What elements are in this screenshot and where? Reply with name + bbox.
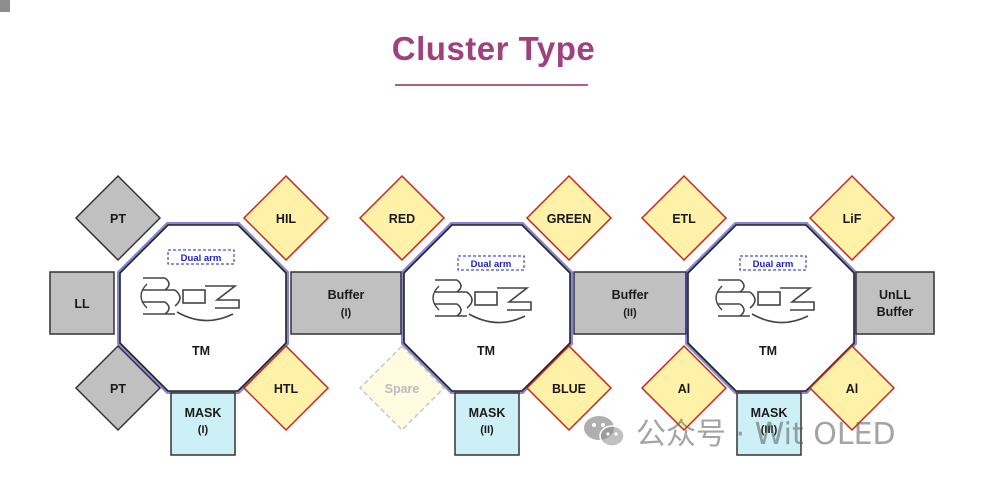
module-htl: HTL xyxy=(242,344,330,432)
module-red: RED xyxy=(358,174,446,262)
module-label: RED xyxy=(389,212,415,226)
dual-arm-label-2: Dual arm xyxy=(471,259,512,270)
module-mask-1: MASK (I) xyxy=(170,392,236,456)
module-label: Spare xyxy=(385,382,420,396)
module-label: Al xyxy=(846,382,859,396)
module-etl: ETL xyxy=(640,174,728,262)
module-al-left: Al xyxy=(640,344,728,432)
module-al-right: Al xyxy=(808,344,896,432)
module-ll: LL xyxy=(49,271,115,335)
module-buffer-1: Buffer (I) xyxy=(290,271,402,335)
module-pt-top: PT xyxy=(74,174,162,262)
module-sublabel: (II) xyxy=(480,424,494,436)
module-label: HIL xyxy=(276,212,297,226)
dual-arm-label-1: Dual arm xyxy=(181,253,222,264)
tm-label-3: TM xyxy=(759,344,777,358)
module-lif: LiF xyxy=(808,174,896,262)
transfer-module-2 xyxy=(403,224,571,392)
dual-arm-box-2 xyxy=(457,255,525,271)
module-label: UnLL xyxy=(879,288,911,302)
buffer-sublabel: (I) xyxy=(341,307,352,319)
tm-label-2: TM xyxy=(477,344,495,358)
title-wrap: Cluster Type xyxy=(0,30,987,68)
buffer-label: Buffer xyxy=(328,288,365,302)
module-mask-2: MASK (II) xyxy=(454,392,520,456)
corner-mark xyxy=(0,0,10,12)
module-label: HTL xyxy=(274,382,299,396)
watermark-text: 公众号 · Wit OLED xyxy=(636,417,896,452)
module-sublabel: (III) xyxy=(761,424,778,436)
transfer-module-1 xyxy=(119,224,287,392)
cluster-3: Dual arm TM ETL LiF UnLL Buffer Al Al xyxy=(640,174,935,456)
module-unll-buffer: UnLL Buffer xyxy=(855,271,935,335)
module-label: GREEN xyxy=(547,212,591,226)
cluster-1: Dual arm TM PT HIL LL PT HTL xyxy=(49,174,330,456)
dual-arm-label-3: Dual arm xyxy=(753,259,794,270)
module-label: LiF xyxy=(843,212,862,226)
module-label: ETL xyxy=(672,212,696,226)
tm-label-1: TM xyxy=(192,344,210,358)
module-label: MASK xyxy=(751,406,788,420)
module-label: Al xyxy=(678,382,691,396)
title-underline xyxy=(395,84,588,86)
module-label: MASK xyxy=(469,406,506,420)
dual-arm-box-3 xyxy=(739,255,807,271)
page-title: Cluster Type xyxy=(391,30,596,67)
module-green: GREEN xyxy=(525,174,613,262)
module-label: LL xyxy=(74,297,90,311)
module-label: BLUE xyxy=(552,382,586,396)
watermark: 公众号 · Wit OLED xyxy=(582,408,896,454)
module-label: PT xyxy=(110,212,126,226)
buffer-sublabel: (II) xyxy=(623,307,637,319)
buffer-label: Buffer xyxy=(612,288,649,302)
module-label: PT xyxy=(110,382,126,396)
module-spare: Spare xyxy=(358,344,446,432)
module-buffer-2: Buffer (II) xyxy=(573,271,687,335)
module-blue: BLUE xyxy=(525,344,613,432)
module-label: MASK xyxy=(185,406,222,420)
wechat-icon xyxy=(584,416,625,447)
dual-arm-box-1 xyxy=(167,249,235,265)
transfer-module-3 xyxy=(687,224,855,392)
module-pt-bottom: PT xyxy=(74,344,162,432)
module-sublabel: Buffer xyxy=(877,305,914,319)
module-mask-3: MASK (III) xyxy=(736,392,802,456)
cluster-2: Dual arm TM RED GREEN Spare BLUE MASK (I… xyxy=(358,174,613,456)
module-hil: HIL xyxy=(242,174,330,262)
module-sublabel: (I) xyxy=(198,424,209,436)
